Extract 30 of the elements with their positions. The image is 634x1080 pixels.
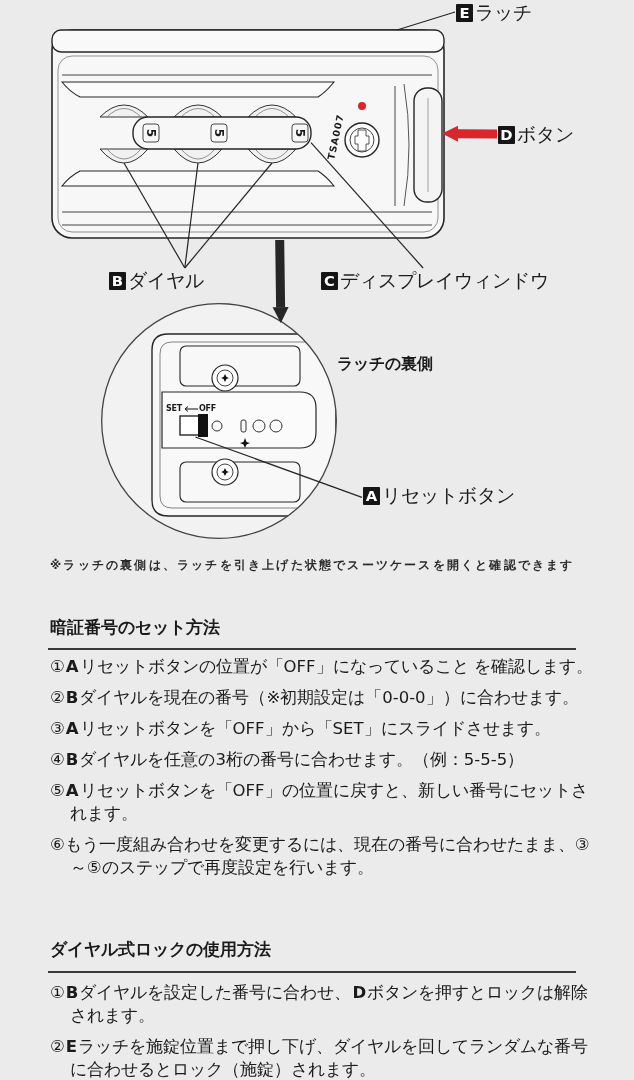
instruction-step: ④Bダイヤルを任意の3桁の番号に合わせます。（例：5-5-5） [50,748,595,771]
section-heading: ダイヤル式ロックの使用方法 [50,938,271,960]
instruction-step: ②Bダイヤルを現在の番号（※初期設定は「0-0-0」）に合わせます。 [50,686,595,709]
magnified-inset [101,303,337,539]
arrow [442,125,498,142]
latch [51,29,445,53]
lock-button [413,87,443,203]
section-heading: 暗証番号のセット方法 [50,616,220,638]
leader-line [184,162,273,269]
instruction-step: ⑥もう一度組み合わせを変更するには、現在の番号に合わせたまま、③～⑤のステップで再度設定を行います。 [50,833,595,879]
instruction-step: ②Eラッチを施錠位置まで押し下げ、ダイヤルを回してランダムな番号に合わせるとロック（施錠）されます。 [50,1035,595,1080]
dial-wheel [99,104,149,164]
instruction-step: ①Bダイヤルを設定した番号に合わせ、Dボタンを押すとロックは解除されます。 [50,981,595,1027]
lock-illustration [50,28,446,240]
leader-line [310,142,424,269]
reset-switch [179,414,208,437]
dial-digit: 5 [294,128,306,138]
key-code-text: TSA007 [326,113,346,161]
dial-digit: 5 [213,128,225,138]
leader-line [123,162,186,269]
leader-line [396,11,456,31]
inset-caption: ラッチの裏側 [337,354,433,374]
display-window [132,116,312,150]
switch-label: OFF [199,404,216,413]
arrow [272,239,289,324]
leader-line [194,436,363,498]
leader-line [184,162,199,269]
dial-digit: 5 [145,128,157,138]
switch-label: SET [166,404,182,413]
footnote: ※ラッチの裏側は、ラッチを引き上げた状態でスーツケースを開くと確認できます [50,557,575,573]
